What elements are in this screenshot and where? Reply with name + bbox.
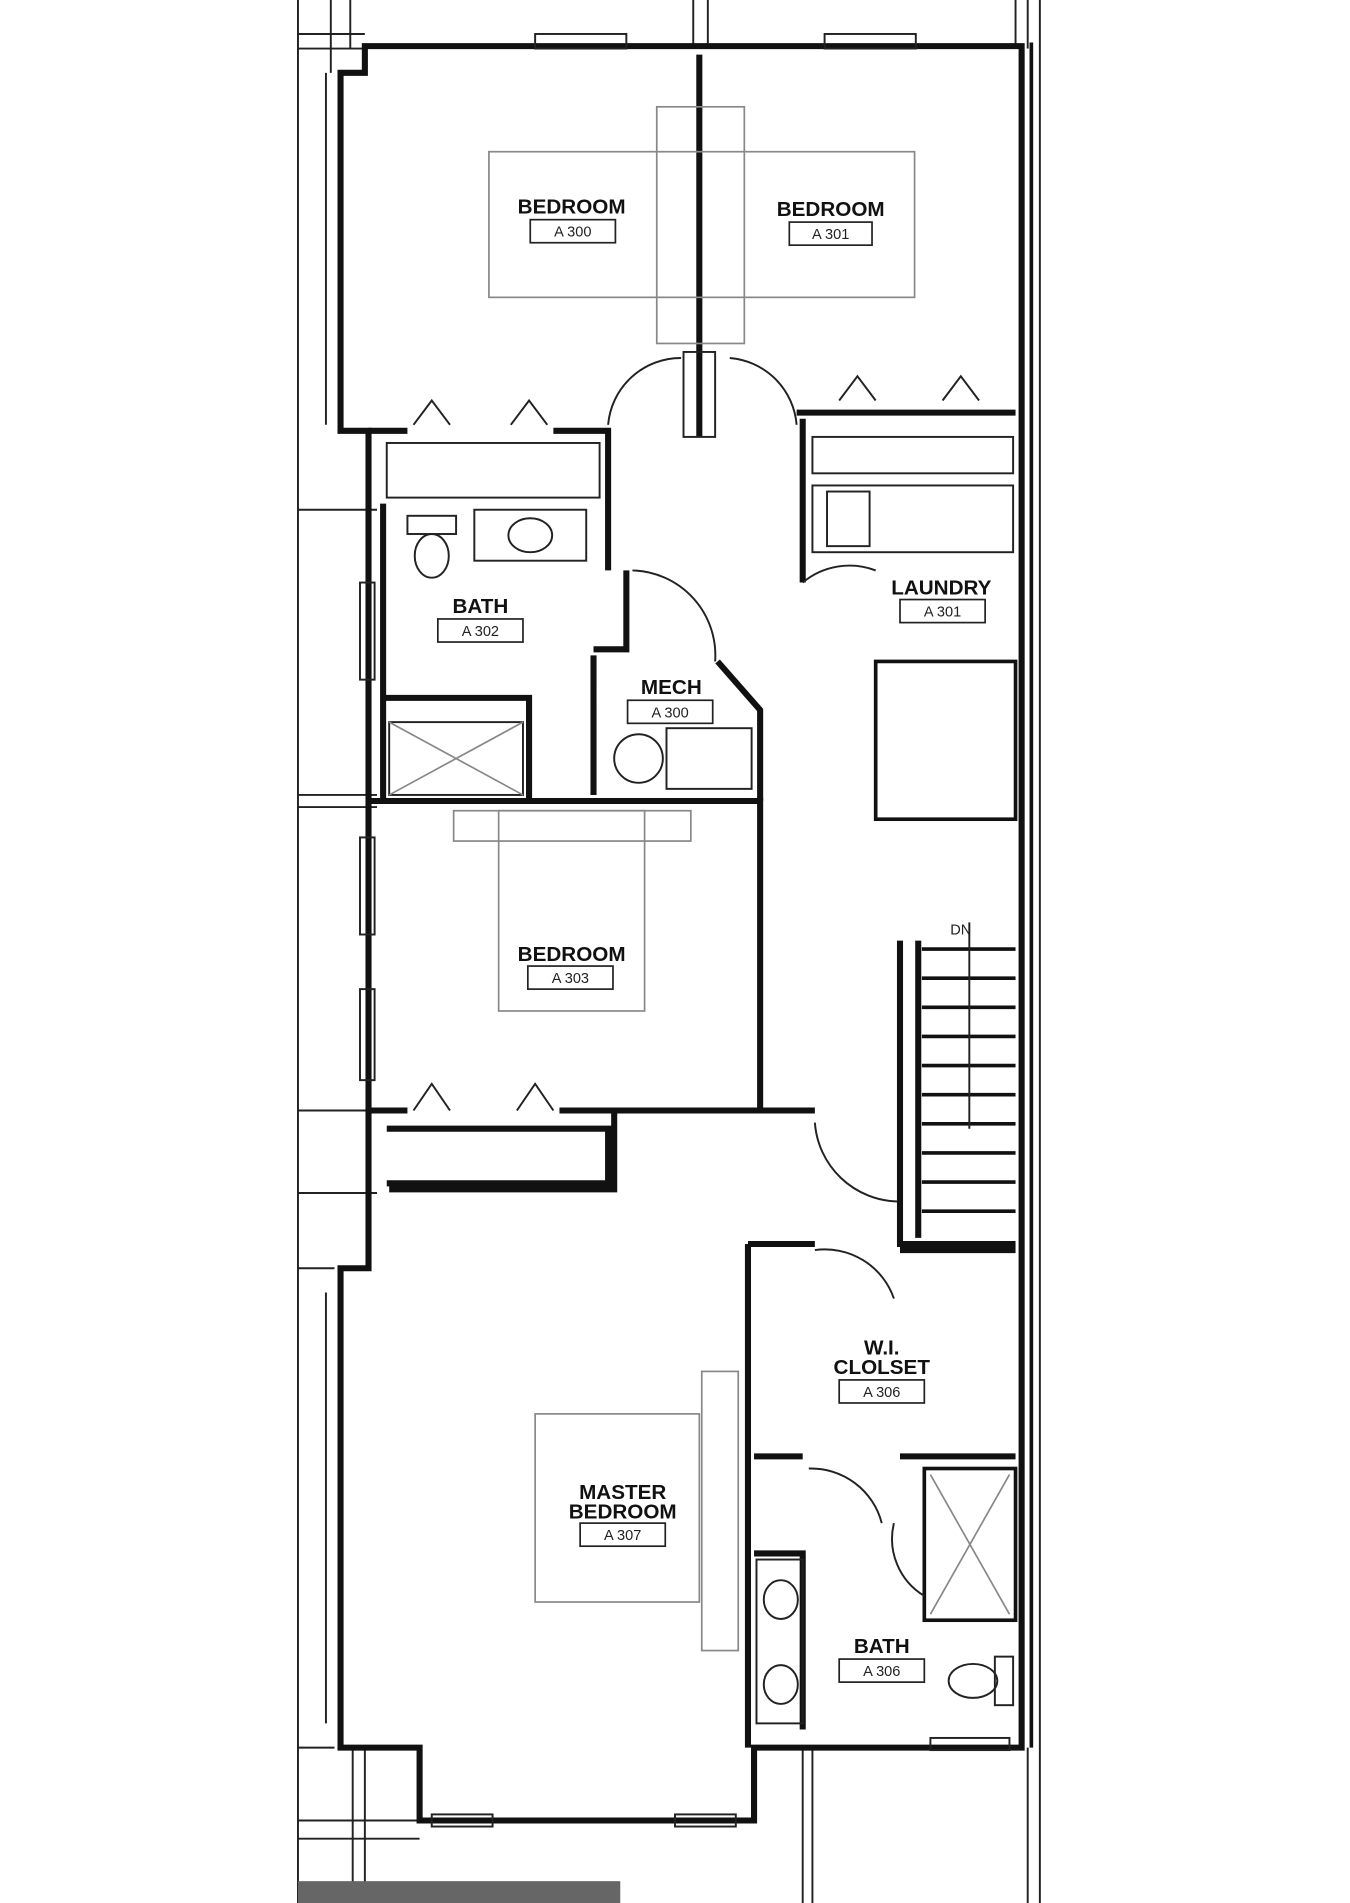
svg-text:BATH: BATH xyxy=(854,1635,910,1658)
svg-text:A 307: A 307 xyxy=(604,1528,641,1544)
bottom-bar xyxy=(297,1881,621,1903)
room-label-master-bedroom-a307: MASTER BEDROOM A 307 xyxy=(569,1481,677,1548)
svg-text:MECH: MECH xyxy=(641,676,702,699)
svg-text:A 302: A 302 xyxy=(462,624,499,640)
svg-text:BEDROOM: BEDROOM xyxy=(518,196,626,219)
stair: DN xyxy=(915,922,1016,1238)
svg-text:BEDROOM: BEDROOM xyxy=(777,198,885,221)
stair-direction: DN xyxy=(950,923,971,939)
svg-text:A 301: A 301 xyxy=(924,605,961,621)
svg-text:MASTER: MASTER xyxy=(579,1481,666,1504)
svg-text:A 306: A 306 xyxy=(863,1664,900,1680)
reference-lines xyxy=(297,0,1041,1903)
furniture xyxy=(388,105,1015,1725)
svg-text:A 303: A 303 xyxy=(552,971,589,987)
svg-text:A 301: A 301 xyxy=(812,227,849,243)
svg-text:CLOLSET: CLOLSET xyxy=(834,1356,931,1379)
svg-text:W.I.: W.I. xyxy=(864,1336,900,1359)
room-label-bedroom-a301: BEDROOM A 301 xyxy=(777,198,885,247)
svg-text:BEDROOM: BEDROOM xyxy=(569,1500,677,1523)
room-label-wi-closet-a306: W.I. CLOLSET A 306 xyxy=(834,1336,931,1404)
room-label-bedroom-a300: BEDROOM A 300 xyxy=(518,196,626,244)
svg-text:A 300: A 300 xyxy=(554,225,591,241)
svg-text:LAUNDRY: LAUNDRY xyxy=(891,577,991,600)
room-label-mech-a300: MECH A 300 xyxy=(626,676,714,725)
room-label-bath-a302: BATH A 302 xyxy=(436,595,524,643)
exterior-walls xyxy=(324,33,1034,1828)
door-swings xyxy=(412,357,980,1597)
room-label-laundry-a301: LAUNDRY A 301 xyxy=(891,577,992,624)
svg-text:A 306: A 306 xyxy=(863,1385,900,1401)
svg-text:BATH: BATH xyxy=(452,595,508,618)
room-label-bedroom-a303: BEDROOM A 303 xyxy=(518,943,626,990)
room-label-bath-a306: BATH A 306 xyxy=(838,1635,926,1683)
svg-text:BEDROOM: BEDROOM xyxy=(518,943,626,966)
svg-text:A 300: A 300 xyxy=(651,705,688,721)
interior-walls xyxy=(368,54,1018,1748)
